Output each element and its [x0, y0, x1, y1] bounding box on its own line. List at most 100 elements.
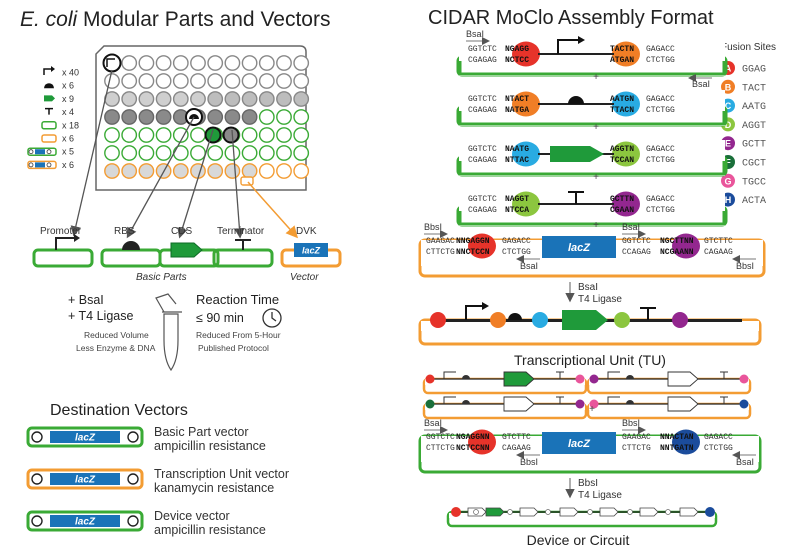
dna-sequence: CTCTGG — [646, 56, 675, 65]
well — [241, 145, 258, 161]
legend-item-vector-orange-lacz: x 6 — [27, 160, 74, 170]
reagent-bsai: + BsaI — [68, 293, 104, 307]
svg-text:T4 Ligase: T4 Ligase — [578, 490, 622, 501]
well — [293, 127, 310, 143]
dna-sequence: CTTCTG — [622, 444, 651, 453]
well — [293, 91, 310, 107]
dna-sequence: NTACT — [505, 95, 529, 104]
vector-label: Vector — [290, 272, 319, 283]
well — [172, 55, 189, 71]
dna-sequence: TCCAN — [610, 156, 634, 165]
svg-text:BsaI: BsaI — [622, 222, 640, 232]
well — [241, 91, 258, 107]
fusion-site-marker — [512, 141, 540, 167]
lacz-label: lacZ — [568, 438, 591, 450]
basic-part-row-0: GGTCTCCGAGAGNGAGGNCTCCTACTNATGANGAGACCCT… — [456, 29, 728, 89]
dna-sequence: NTTAC — [505, 156, 529, 165]
tu-small-2 — [422, 396, 588, 420]
dna-sequence: GGTCTC — [622, 237, 651, 246]
dna-sequence: CGAGAG — [468, 56, 497, 65]
fusion-site-marker — [672, 233, 700, 259]
parts-legend: x 40x 6x 9x 4x 18x 6x 5x 6 — [27, 66, 79, 170]
legend-item-vector-green-lacz: x 5 — [27, 147, 74, 157]
legend-item-rbs: x 6 — [44, 81, 74, 91]
dv-row: lacZGGTCTCCTTCTGNGAGGNNNCTCCNNGTCTTCCAGA… — [418, 418, 762, 474]
well — [104, 163, 120, 179]
well — [172, 127, 189, 143]
fusion-site-marker — [512, 191, 540, 217]
legend-item-cds: x 9 — [44, 94, 74, 104]
svg-text:BsaI: BsaI — [520, 261, 538, 271]
well — [293, 109, 310, 125]
well — [121, 73, 138, 89]
rbs-icon — [568, 96, 584, 104]
promoter-part — [32, 234, 94, 268]
dna-sequence: GAGACC — [646, 195, 675, 204]
enzyme-label: BsaI — [692, 79, 710, 89]
reduced-enzyme: Less Enzyme & DNA — [76, 343, 156, 353]
dna-sequence: CAGAAG — [704, 248, 733, 257]
promoter-icon — [465, 305, 484, 320]
well — [224, 163, 241, 179]
well — [155, 55, 172, 71]
svg-text:BbsI: BbsI — [578, 478, 598, 489]
device-label: Device or Circuit — [527, 532, 630, 548]
left-title: E. coli Modular Parts and Vectors — [20, 8, 330, 31]
svg-text:AGGT: AGGT — [742, 121, 766, 132]
well — [121, 163, 138, 179]
assembly-diagram: GGTCTCCGAGAGNGAGGNCTCCTACTNATGANGAGACCCT… — [418, 29, 766, 548]
dna-sequence: TACTN — [610, 45, 634, 54]
well — [172, 145, 189, 161]
svg-text:BsaI: BsaI — [424, 418, 442, 428]
well — [293, 145, 310, 161]
dna-sequence: CTTCTG — [426, 248, 455, 257]
well — [241, 127, 258, 143]
dna-sequence: NCTCCNN — [456, 444, 490, 453]
dna-sequence: NAGGT — [505, 195, 529, 204]
transcriptional-unit: Transcriptional Unit (TU) — [418, 302, 762, 368]
legend-item-promoter: x 40 — [43, 66, 79, 78]
well — [276, 73, 292, 89]
well — [155, 109, 172, 125]
dna-sequence: CCAGAG — [622, 248, 651, 257]
legend-count: x 4 — [62, 107, 74, 117]
tu-small-3 — [586, 396, 752, 420]
svg-text:+: + — [593, 220, 599, 231]
svg-text:H: H — [725, 195, 732, 205]
dna-sequence: CTCTGG — [646, 156, 675, 165]
well — [121, 109, 138, 125]
well — [138, 91, 155, 107]
reaction-time-value: ≤ 90 min — [196, 311, 244, 325]
well — [190, 73, 206, 89]
dna-sequence: GAGACC — [646, 45, 675, 54]
cds-part — [158, 242, 220, 268]
well — [121, 127, 138, 143]
well — [276, 127, 292, 143]
well — [224, 55, 241, 71]
dest-vector-name: Transcription Unit vector — [154, 467, 289, 481]
tube-icon — [155, 293, 182, 372]
well — [224, 145, 241, 161]
well — [121, 145, 138, 161]
svg-text:BsaI: BsaI — [736, 457, 754, 467]
dna-sequence: GAGACC — [502, 237, 531, 246]
terminator-part — [212, 239, 274, 268]
dna-sequence: NAATG — [505, 145, 529, 154]
legend-count: x 6 — [62, 134, 74, 144]
dna-sequence: CTCTGG — [502, 248, 531, 257]
part-label-dvk: DVK — [296, 226, 317, 237]
svg-text:A: A — [725, 64, 732, 74]
dna-sequence: NGCTTNN — [660, 237, 694, 246]
well — [121, 55, 138, 71]
fusion-title: Fusion Sites — [721, 42, 776, 53]
well — [224, 91, 241, 107]
well — [138, 109, 155, 125]
dest-title: Destination Vectors — [50, 402, 188, 419]
well — [155, 145, 172, 161]
well — [155, 73, 172, 89]
